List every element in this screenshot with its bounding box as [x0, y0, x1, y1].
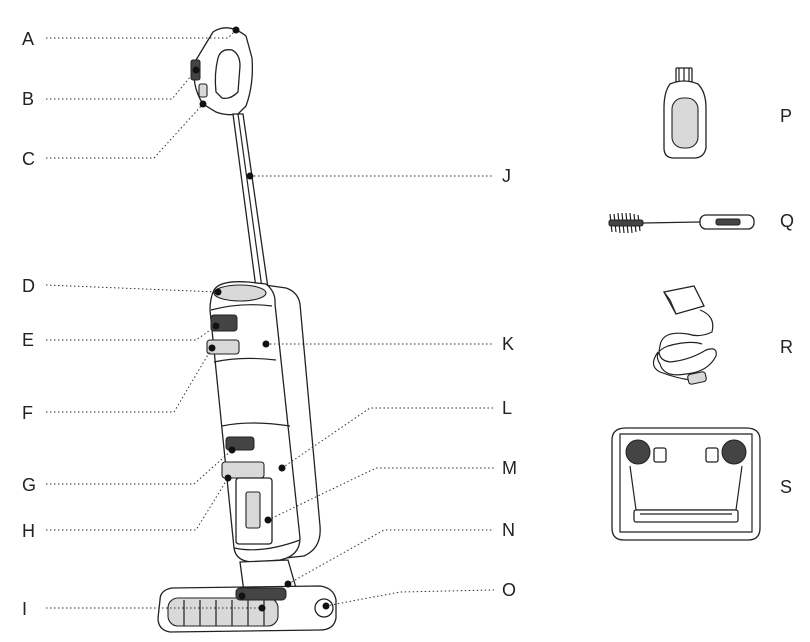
callout-label-j: J	[502, 166, 511, 186]
top-cap	[213, 284, 267, 302]
callout-label-b: B	[22, 89, 35, 109]
callout-label-e: E	[22, 330, 35, 350]
leader-lines-right	[250, 175, 495, 607]
callout-label-i: I	[22, 599, 28, 619]
roller-brush	[167, 597, 279, 627]
callout-label-o: O	[502, 580, 517, 600]
callout-dots	[192, 26, 330, 612]
callout-label-m: M	[502, 458, 517, 478]
callout-label-p: P	[780, 106, 793, 126]
power-adapter-icon	[652, 285, 717, 385]
callout-label-h: H	[22, 521, 35, 541]
tank-latch	[206, 339, 240, 355]
cleaning-brush-icon	[608, 212, 755, 234]
charging-base-icon	[611, 427, 761, 541]
callout-label-a: A	[22, 29, 35, 49]
callout-label-q: Q	[780, 211, 795, 231]
callout-label-l: L	[502, 398, 513, 418]
wet-dry-vacuum-illustration	[157, 27, 337, 633]
leader-lines-left	[45, 29, 262, 609]
callout-label-s: S	[780, 477, 793, 497]
callout-label-n: N	[502, 520, 515, 540]
callout-label-f: F	[22, 403, 33, 423]
callout-label-g: G	[22, 475, 37, 495]
callout-label-r: R	[780, 337, 793, 357]
callout-label-d: D	[22, 276, 35, 296]
callout-label-c: C	[22, 149, 35, 169]
solution-bottle-icon	[663, 67, 707, 159]
callout-label-k: K	[502, 334, 515, 354]
handle-button-lower	[198, 83, 208, 98]
